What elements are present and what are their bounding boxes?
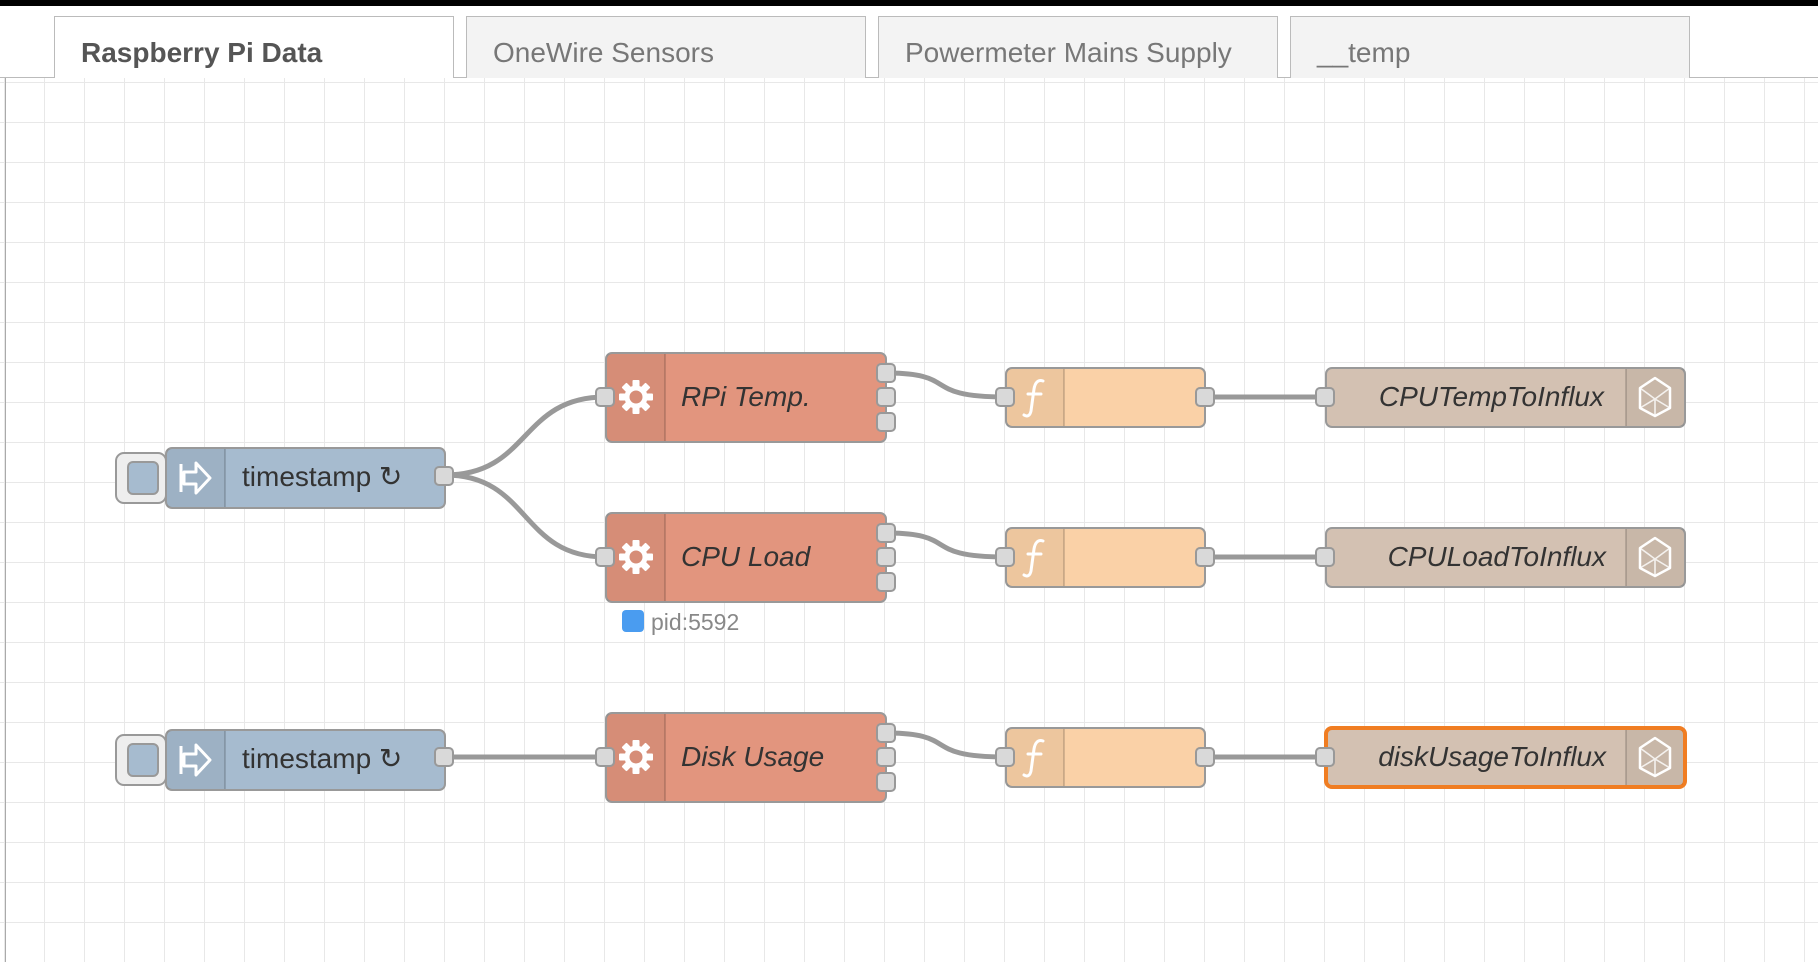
node-icon-area <box>167 449 225 507</box>
output-port[interactable] <box>434 466 454 486</box>
input-port[interactable] <box>595 547 615 567</box>
node-label: diskUsageToInflux <box>1378 741 1607 772</box>
output-port-stderr[interactable] <box>876 747 896 767</box>
wire-exec2-func2[interactable] <box>885 530 1006 560</box>
input-port[interactable] <box>595 747 615 767</box>
influxdb-node-diskusage[interactable]: diskUsageToInflux <box>1315 726 1687 789</box>
influxdb-node-cputemp[interactable]: CPUTempToInflux <box>1315 367 1686 428</box>
wires <box>444 370 1325 760</box>
exec-node-disk-usage[interactable]: Disk Usage <box>595 712 896 803</box>
tab-temp[interactable]: __temp <box>1290 16 1690 78</box>
tab-label: OneWire Sensors <box>493 37 714 68</box>
influxdb-node-cpuload[interactable]: CPULoadToInflux <box>1315 527 1686 588</box>
node-icon-area <box>607 354 665 441</box>
function-node-2[interactable] <box>995 527 1215 588</box>
input-port[interactable] <box>595 387 615 407</box>
node-icon-area <box>1007 529 1064 586</box>
input-port[interactable] <box>1315 387 1335 407</box>
output-port-rc[interactable] <box>876 412 896 432</box>
output-port-rc[interactable] <box>876 772 896 792</box>
node-label: CPULoadToInflux <box>1388 541 1607 572</box>
wire-inject1-exec2[interactable] <box>444 472 606 560</box>
tab-raspberry-pi-data[interactable]: Raspberry Pi Data <box>54 16 454 79</box>
output-port[interactable] <box>1195 387 1215 407</box>
node-label: RPi Temp. <box>681 381 811 412</box>
function-node-3[interactable] <box>995 727 1215 788</box>
node-icon-area <box>607 514 665 601</box>
inject-trigger-square[interactable] <box>127 461 159 495</box>
window-top-border <box>0 0 1818 6</box>
node-label: timestamp ↻ <box>242 743 402 774</box>
inject-node-timestamp-2[interactable]: timestamp ↻ <box>115 729 454 791</box>
exec-node-cpu-load[interactable]: CPU Load pid:5592 <box>595 512 896 635</box>
tab-onewire-sensors[interactable]: OneWire Sensors <box>466 16 866 78</box>
input-port[interactable] <box>995 747 1015 767</box>
output-port[interactable] <box>434 747 454 767</box>
node-icon-area <box>1007 369 1064 426</box>
output-port-rc[interactable] <box>876 572 896 592</box>
output-port[interactable] <box>1195 547 1215 567</box>
wire-exec1-func1[interactable] <box>885 370 1006 400</box>
node-label: CPUTempToInflux <box>1379 381 1605 412</box>
output-port-stdout[interactable] <box>876 363 896 383</box>
function-node-1[interactable] <box>995 367 1215 428</box>
output-port[interactable] <box>1195 747 1215 767</box>
output-port-stdout[interactable] <box>876 723 896 743</box>
tab-powermeter-mains-supply[interactable]: Powermeter Mains Supply <box>878 16 1278 78</box>
input-port[interactable] <box>1315 747 1335 767</box>
node-icon-area <box>167 731 225 789</box>
workspace-left-edge <box>5 78 6 962</box>
tab-label: __temp <box>1317 37 1411 68</box>
exec-node-rpi-temp[interactable]: RPi Temp. <box>595 352 896 443</box>
inject-trigger-square[interactable] <box>127 743 159 777</box>
output-port-stderr[interactable] <box>876 387 896 407</box>
node-label: Disk Usage <box>681 741 824 772</box>
status-indicator-dot <box>622 610 644 632</box>
wire-inject1-exec1[interactable] <box>444 394 606 478</box>
inject-node-timestamp-1[interactable]: timestamp ↻ <box>115 447 454 509</box>
tab-label: Powermeter Mains Supply <box>905 37 1232 68</box>
node-status-text: pid:5592 <box>651 609 739 635</box>
flow-workspace[interactable] <box>0 78 1818 962</box>
wire-exec3-func3[interactable] <box>885 730 1006 760</box>
input-port[interactable] <box>1315 547 1335 567</box>
output-port-stdout[interactable] <box>876 523 896 543</box>
node-label: CPU Load <box>681 541 812 572</box>
node-icon-area <box>1007 729 1064 786</box>
node-label: timestamp ↻ <box>242 461 402 492</box>
flow-tab-bar: Raspberry Pi Data OneWire Sensors Powerm… <box>0 6 1818 79</box>
output-port-stderr[interactable] <box>876 547 896 567</box>
tab-label: Raspberry Pi Data <box>81 37 323 68</box>
input-port[interactable] <box>995 387 1015 407</box>
input-port[interactable] <box>995 547 1015 567</box>
node-icon-area <box>607 714 665 801</box>
